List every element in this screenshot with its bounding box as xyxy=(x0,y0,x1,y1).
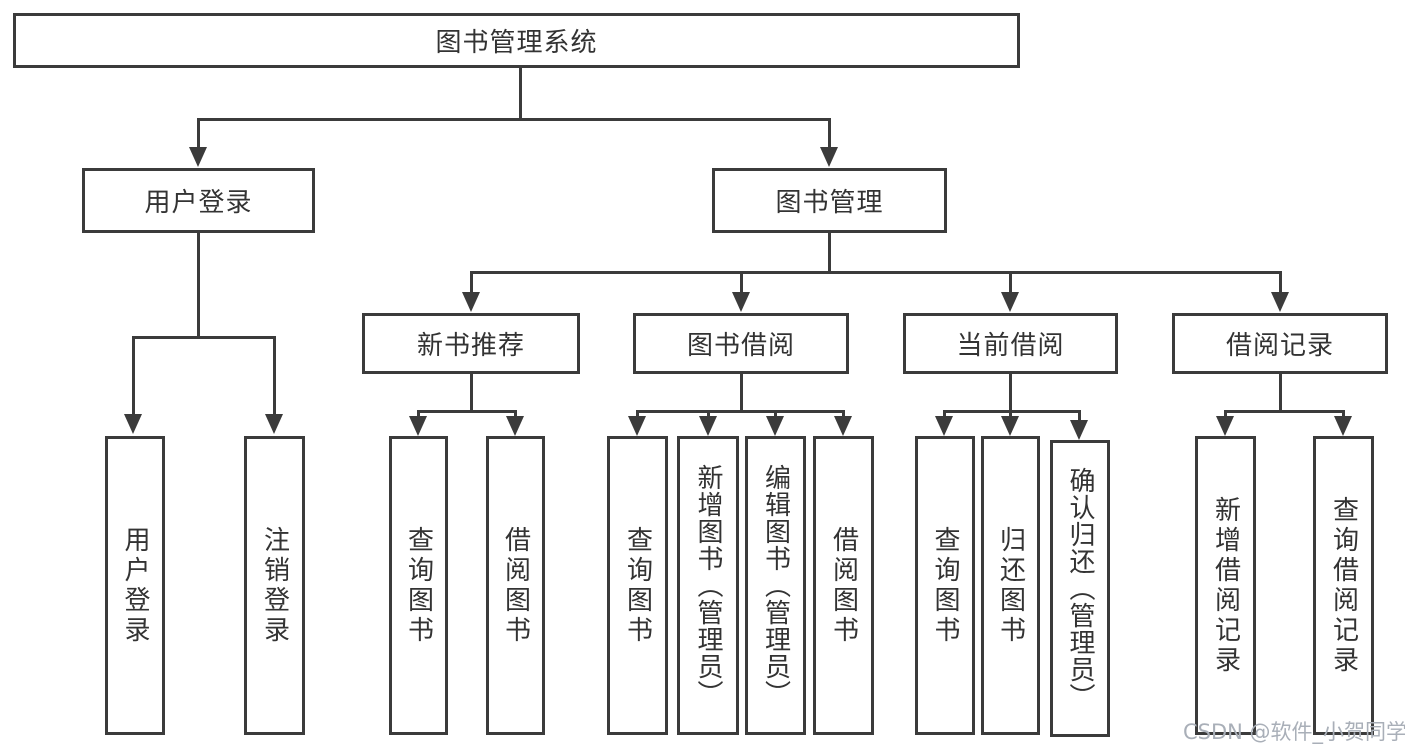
leaf-confirm-return-admin: 确认归还（管理员） xyxy=(1050,440,1110,737)
connector-drop-node xyxy=(470,271,473,295)
leaf-query-borrow-record: 查询借阅记录 xyxy=(1313,436,1374,735)
connector-stem xyxy=(740,374,743,412)
connector-rail xyxy=(1224,410,1345,413)
arrow-down-icon xyxy=(1001,416,1019,436)
arrow-down-icon xyxy=(265,414,283,434)
connector-user-login-rail xyxy=(133,336,276,339)
arrow-down-icon xyxy=(1271,292,1289,312)
leaf-label: 用户登录 xyxy=(120,525,150,646)
node-user-login: 用户登录 xyxy=(82,168,315,233)
leaf-label: 查询图书 xyxy=(622,525,653,646)
connector-drop-leaf xyxy=(707,410,710,420)
connector-drop-leaf xyxy=(774,410,777,420)
leaf-label: 借阅图书 xyxy=(828,525,859,646)
connector-stem xyxy=(1279,374,1282,412)
node-current-borrowing: 当前借阅 xyxy=(903,313,1118,374)
node-label: 图书管理 xyxy=(775,188,884,218)
leaf-label: 确认归还（管理员） xyxy=(1065,467,1095,710)
arrow-down-icon xyxy=(766,416,784,436)
leaf-query-books-3: 查询图书 xyxy=(915,436,975,735)
connector-drop-leaf xyxy=(417,410,420,420)
connector-root-rail xyxy=(198,118,831,121)
arrow-down-icon xyxy=(1334,416,1352,436)
leaf-borrow-books-1: 借阅图书 xyxy=(486,436,545,735)
leaf-edit-book-admin: 编辑图书（管理员） xyxy=(745,436,806,735)
leaf-borrow-books-2: 借阅图书 xyxy=(813,436,874,735)
leaf-user-login: 用户登录 xyxy=(105,436,165,735)
connector-drop-user-login xyxy=(197,118,200,150)
leaf-logout: 注销登录 xyxy=(244,436,305,735)
node-book-management: 图书管理 xyxy=(712,168,947,233)
connector-drop-leaf xyxy=(514,410,517,420)
connector-drop-leaf xyxy=(1009,410,1012,420)
connector-drop-leaf xyxy=(1342,410,1345,420)
leaf-label: 新增借阅记录 xyxy=(1210,495,1241,676)
leaf-label: 新增图书（管理员） xyxy=(693,464,723,707)
connector-user-login-stem xyxy=(197,233,200,339)
arrow-down-icon xyxy=(189,147,207,167)
node-label: 借阅记录 xyxy=(1225,331,1334,361)
connector-stem xyxy=(470,374,473,412)
leaf-label: 归还图书 xyxy=(995,525,1026,646)
node-label: 当前借阅 xyxy=(956,331,1065,361)
leaf-label: 查询借阅记录 xyxy=(1328,495,1359,676)
node-label: 图书管理系统 xyxy=(435,28,598,58)
arrow-down-icon xyxy=(834,416,852,436)
arrow-down-icon xyxy=(732,292,750,312)
connector-root-stem xyxy=(519,66,522,120)
connector-drop-node xyxy=(1009,271,1012,295)
connector-drop-leaf xyxy=(943,410,946,420)
leaf-query-books-1: 查询图书 xyxy=(389,436,448,735)
arrow-down-icon xyxy=(124,414,142,434)
connector-drop-leaf xyxy=(132,336,135,416)
connector-drop-leaf xyxy=(273,336,276,416)
node-label: 新书推荐 xyxy=(416,331,525,361)
arrow-down-icon xyxy=(1216,416,1234,436)
connector-rail xyxy=(636,410,844,413)
connector-drop-leaf xyxy=(1078,410,1081,420)
arrow-down-icon xyxy=(628,416,646,436)
arrow-down-icon xyxy=(699,416,717,436)
csdn-watermark: CSDN @软件_小贺同学 xyxy=(1183,720,1405,744)
leaf-return-books: 归还图书 xyxy=(981,436,1040,735)
node-library-management-system: 图书管理系统 xyxy=(13,13,1020,68)
node-new-book-recommendation: 新书推荐 xyxy=(362,313,580,374)
connector-drop-book-management xyxy=(828,118,831,150)
connector-drop-leaf xyxy=(1224,410,1227,420)
connector-rail xyxy=(417,410,517,413)
arrow-down-icon xyxy=(820,147,838,167)
connector-book-management-stem xyxy=(828,233,831,273)
leaf-label: 编辑图书（管理员） xyxy=(760,464,791,707)
node-borrowing-records: 借阅记录 xyxy=(1172,313,1388,374)
connector-drop-node xyxy=(740,271,743,295)
leaf-query-books-2: 查询图书 xyxy=(607,436,668,735)
arrow-down-icon xyxy=(1070,420,1088,440)
leaf-add-book-admin: 新增图书（管理员） xyxy=(677,436,739,735)
arrow-down-icon xyxy=(506,416,524,436)
leaf-label: 借阅图书 xyxy=(500,525,531,646)
connector-drop-node xyxy=(1279,271,1282,295)
leaf-label: 查询图书 xyxy=(403,525,434,646)
leaf-add-borrow-record: 新增借阅记录 xyxy=(1195,436,1256,735)
node-label: 用户登录 xyxy=(144,188,253,218)
connector-drop-leaf xyxy=(842,410,845,420)
node-label: 图书借阅 xyxy=(686,331,795,361)
arrow-down-icon xyxy=(462,292,480,312)
arrow-down-icon xyxy=(935,416,953,436)
connector-book-management-rail xyxy=(470,271,1282,274)
leaf-label: 查询图书 xyxy=(930,525,960,646)
arrow-down-icon xyxy=(1001,292,1019,312)
node-book-borrowing: 图书借阅 xyxy=(633,313,849,374)
connector-drop-leaf xyxy=(636,410,639,420)
arrow-down-icon xyxy=(409,416,427,436)
leaf-label: 注销登录 xyxy=(259,525,290,646)
connector-stem xyxy=(1009,374,1012,412)
